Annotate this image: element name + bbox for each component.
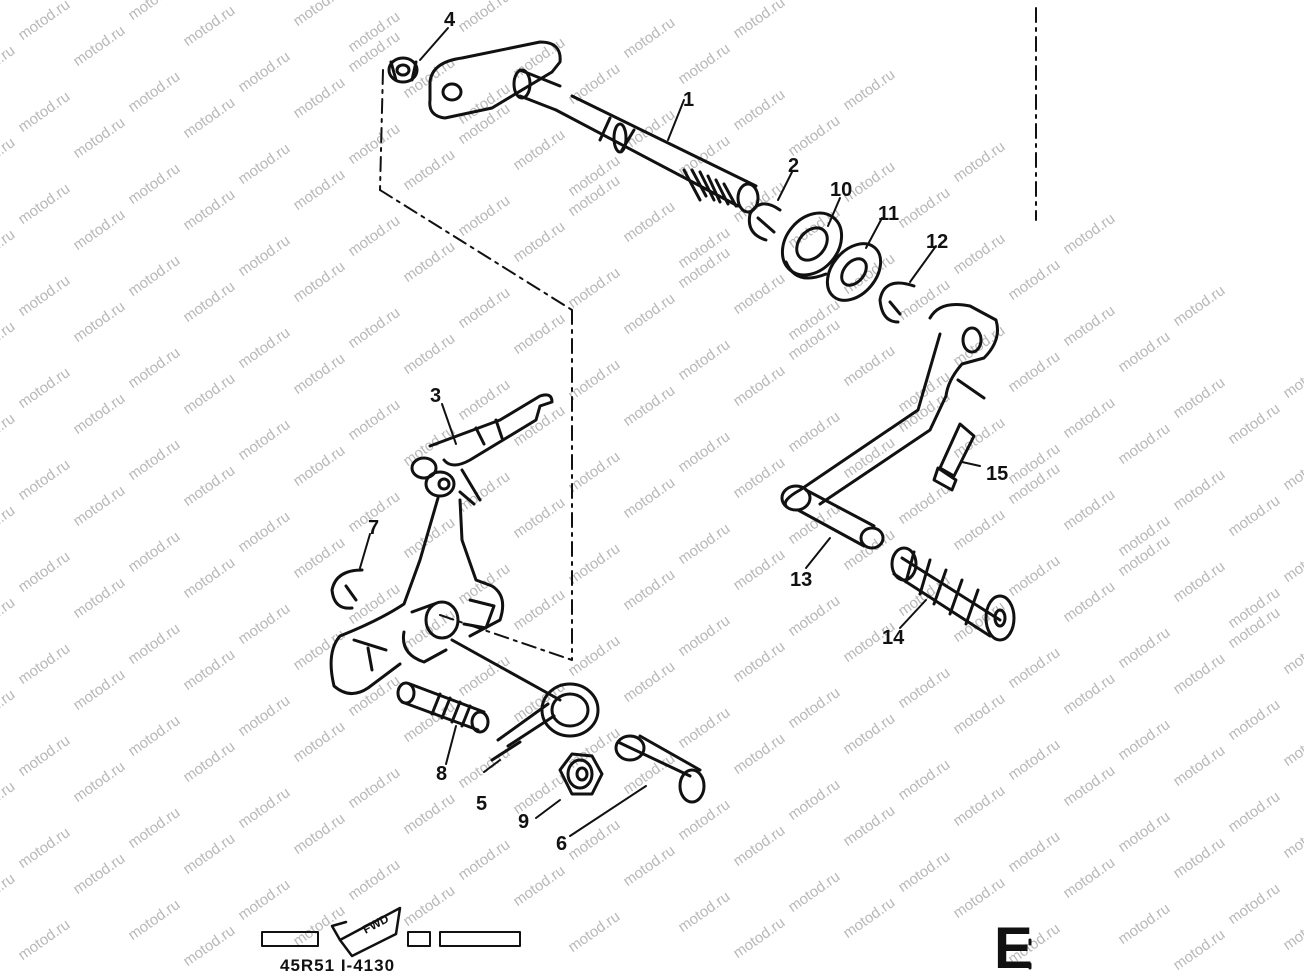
- part-13-pedal-pin: [780, 484, 885, 550]
- part-2-clip: [747, 202, 782, 242]
- part-15-bolt: [932, 422, 976, 492]
- label-part-14: 14: [882, 627, 905, 649]
- label-part-4: 4: [444, 9, 456, 31]
- part-5-pin: [490, 740, 522, 762]
- label-part-3: 3: [430, 385, 442, 407]
- assembly-guide-lines: [379, 7, 1037, 661]
- label-part-5: 5: [476, 793, 488, 815]
- label-part-9: 9: [518, 811, 530, 833]
- label-part-2: 2: [788, 155, 800, 177]
- label-part-11: 11: [878, 203, 900, 225]
- part-8-stud-bolt: [396, 681, 490, 734]
- part-11-washer: [825, 242, 883, 302]
- part-9-nut: [558, 752, 604, 796]
- illegible-code-block: [261, 931, 521, 947]
- label-part-1: 1: [683, 89, 695, 111]
- fwd-arrow-icon: [330, 906, 402, 958]
- label-part-15: 15: [986, 463, 1009, 485]
- part-14-rubber-grip: [890, 546, 1016, 642]
- diagram-part-code: 45R51 I-4130: [280, 956, 396, 975]
- return-spring: [496, 682, 600, 748]
- label-part-7: 7: [368, 517, 380, 539]
- part-6-collar: [614, 734, 706, 804]
- part-3-shift-arm: [329, 393, 554, 695]
- label-part-13: 13: [790, 569, 813, 591]
- shift-arm-collar: [401, 600, 562, 702]
- section-letter: E: [994, 916, 1033, 978]
- label-part-6: 6: [556, 833, 568, 855]
- part-1-shift-shaft: [428, 40, 760, 214]
- part-12-circlip: [878, 281, 916, 324]
- part-10-oil-seal: [780, 211, 844, 280]
- shift-pedal-arm: [783, 303, 999, 508]
- label-part-12: 12: [926, 231, 949, 253]
- part-4-nut: [387, 56, 419, 84]
- leader-lines: [359, 27, 981, 837]
- label-part-10: 10: [830, 179, 853, 201]
- part-7-clip: [330, 568, 364, 610]
- label-part-8: 8: [436, 763, 448, 785]
